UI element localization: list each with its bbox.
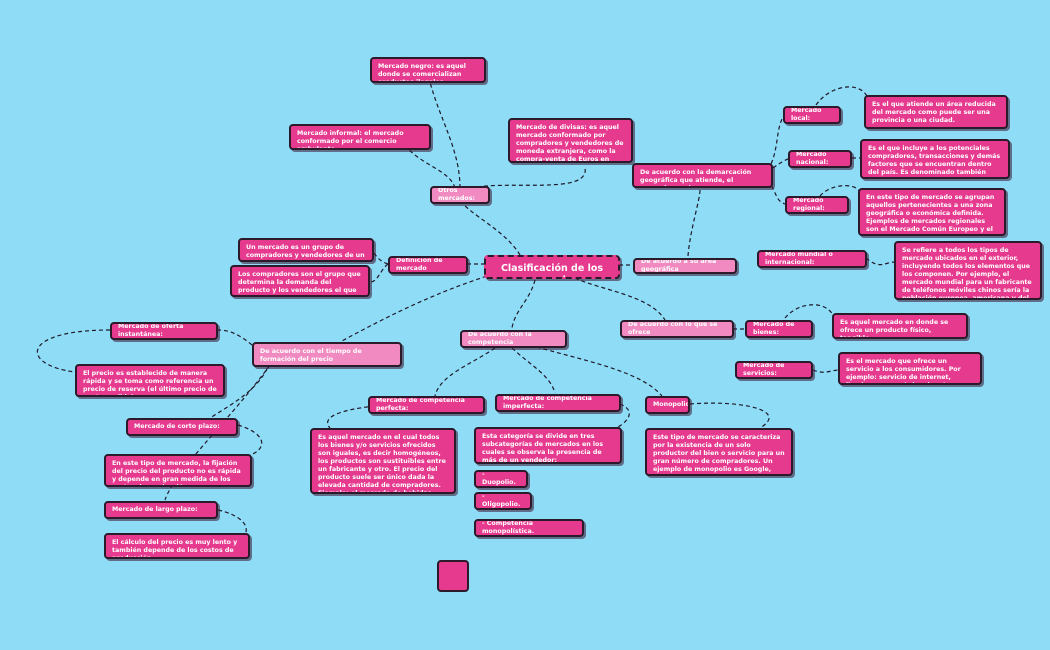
link-definicion-def2 <box>369 263 389 283</box>
link-root-otros <box>459 199 521 256</box>
link-root-competencia <box>511 279 536 329</box>
node-mercado-mundial[interactable]: Mercado mundial o internacional: <box>757 250 867 268</box>
node-competencia-perfecta[interactable]: Mercado de competencia perfecta: <box>368 396 485 414</box>
link-otros-negro <box>429 81 461 189</box>
node-duopolio[interactable]: - Duopolio. <box>474 470 528 488</box>
link-tiempo-instantanea <box>217 329 253 346</box>
node-bienes-desc[interactable]: Es aquel mercado en donde se ofrece un p… <box>832 313 968 339</box>
link-area-demarcacion <box>687 189 701 257</box>
link-bienes-desc <box>784 304 836 321</box>
link-instantanea-desc <box>36 329 111 373</box>
node-mercado-negro[interactable]: Mercado negro: es aquel donde se comerci… <box>370 57 486 83</box>
node-area-geografica[interactable]: De acuerdo a su área geográfica <box>633 258 737 274</box>
node-definicion-1[interactable]: Un mercado es un grupo de compradores y … <box>238 238 374 262</box>
link-demarcacion-local <box>767 114 786 171</box>
link-demarcacion-nacional <box>772 157 791 169</box>
node-tiempo-formacion[interactable]: De acuerdo con el tiempo de formación de… <box>252 342 402 367</box>
link-otros-informal <box>404 144 456 189</box>
node-monopolio[interactable]: Monopolio: <box>645 396 690 414</box>
node-otros-mercados[interactable]: Otros mercados: <box>430 186 490 204</box>
link-servicios-desc <box>812 369 841 373</box>
node-mundial-desc[interactable]: Se refiere a todos los tipos de mercado … <box>894 241 1042 300</box>
node-lo-que-ofrece[interactable]: De acuerdo con lo que se ofrece <box>620 320 734 338</box>
link-imperfecta-desc <box>617 403 630 428</box>
node-mercado-local[interactable]: Mercado local: <box>783 106 841 124</box>
node-corto-plazo[interactable]: Mercado de corto plazo: <box>126 418 238 436</box>
link-tiempo-corto <box>209 361 271 419</box>
link-comp-perfecta <box>434 347 496 397</box>
node-oligopolio[interactable]: - Oligopolio. <box>474 492 532 510</box>
link-comp-monopolio <box>529 344 663 397</box>
link-regional-desc <box>819 185 861 197</box>
node-imperfecta-desc[interactable]: Esta categoría se divide en tres subcate… <box>474 427 622 464</box>
node-root[interactable]: Clasificación de los mercados <box>484 255 620 279</box>
node-regional-desc[interactable]: En este tipo de mercado se agrupan aquel… <box>858 188 1006 236</box>
node-nacional-desc[interactable]: Es el que incluye a los potenciales comp… <box>860 139 1010 179</box>
link-comp-imperfecta <box>511 347 556 394</box>
link-mundial-desc <box>865 257 896 266</box>
node-mercado-nacional[interactable]: Mercado nacional: <box>788 150 852 168</box>
node-corto-desc[interactable]: En este tipo de mercado, la fijación del… <box>104 454 252 487</box>
node-definicion-mercado[interactable]: Definición de mercado <box>388 256 468 274</box>
node-largo-plazo[interactable]: Mercado de largo plazo: <box>104 501 218 519</box>
node-mercado-servicios[interactable]: Mercado de servicios: <box>735 361 813 379</box>
node-largo-desc[interactable]: El cálculo del precio es muy lento y tam… <box>104 533 250 559</box>
node-monopolio-desc[interactable]: Este tipo de mercado se caracteriza por … <box>645 428 793 476</box>
node-definicion-2[interactable]: Los compradores son el grupo que determi… <box>230 265 370 297</box>
node-competencia-monopolistica[interactable]: - Competencia monopolística. <box>474 519 584 537</box>
node-mercado-divisas[interactable]: Mercado de divisas: es aquel mercado con… <box>508 118 633 163</box>
link-root-ofrece <box>574 277 666 321</box>
empty-node-square[interactable] <box>437 560 469 592</box>
link-largo-desc <box>217 509 247 536</box>
node-perfecta-desc[interactable]: Es aquel mercado en el cual todos los bi… <box>310 428 456 494</box>
node-mercado-regional[interactable]: Mercado regional: <box>785 196 849 214</box>
link-tiempo-largo <box>164 364 271 501</box>
node-demarcacion[interactable]: De acuerdo con la demarcación geográfica… <box>632 163 773 188</box>
node-competencia[interactable]: De acuerdo con la competencia <box>460 330 567 348</box>
link-corto-desc <box>237 424 263 456</box>
link-local-desc <box>815 86 869 106</box>
node-competencia-imperfecta[interactable]: Mercado de competencia imperfecta: <box>495 394 621 412</box>
node-oferta-instantanea[interactable]: Mercado de oferta instantánea: <box>110 322 218 340</box>
link-monopolio-desc <box>689 402 770 429</box>
link-root-tiempo <box>339 271 501 343</box>
node-local-desc[interactable]: Es el que atiende un área reducida del m… <box>864 95 1008 129</box>
link-otros-divisas <box>469 167 586 189</box>
node-servicios-desc[interactable]: Es el mercado que ofrece un servicio a l… <box>838 352 982 385</box>
node-instantanea-desc[interactable]: El precio es establecido de manera rápid… <box>75 364 225 397</box>
node-mercado-bienes[interactable]: Mercado de bienes: <box>745 320 813 338</box>
node-mercado-informal[interactable]: Mercado informal: el mercado conformado … <box>289 124 431 150</box>
